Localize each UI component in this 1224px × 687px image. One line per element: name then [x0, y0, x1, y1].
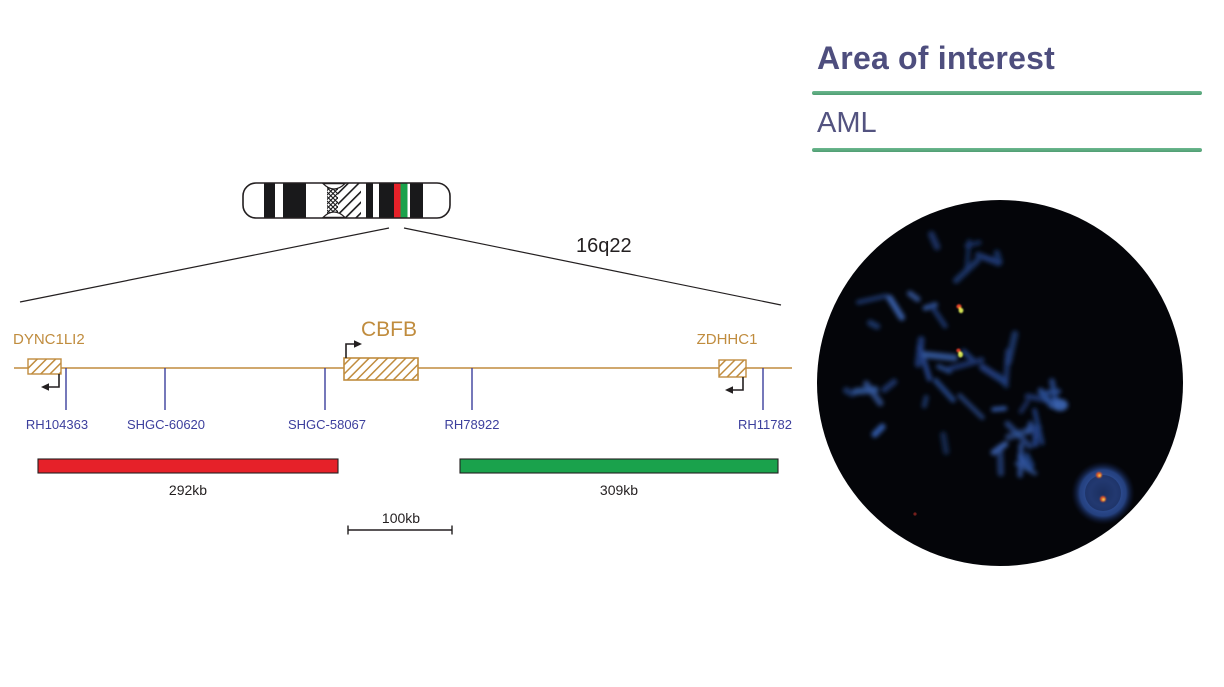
chromosome-rod — [947, 357, 985, 372]
chromosome-rod — [940, 431, 950, 455]
chromosome-rod — [1024, 452, 1035, 469]
strand-arrowhead-dync1li2 — [41, 383, 49, 391]
chromosome-rod — [932, 377, 956, 403]
probe-bars: 292kb 309kb — [37, 458, 779, 498]
genomic-map: DYNC1LI2 CBFB ZDHHC1 — [13, 318, 792, 432]
band-label: 16q22 — [576, 235, 632, 257]
chromosome-rod — [975, 251, 1002, 267]
strand-arrow-cbfb — [345, 343, 355, 358]
faint-red-speck — [913, 512, 917, 516]
marker-label: RH104363 — [26, 417, 88, 432]
chromosome-rod — [1032, 425, 1039, 448]
chromosome-rod — [906, 290, 921, 303]
gene-box-zdhhc1 — [718, 359, 747, 378]
chromosome-rod — [863, 380, 884, 407]
chromosome-rod — [855, 293, 889, 305]
divider-line-bottom — [812, 148, 1202, 152]
red-probe-bar — [37, 458, 339, 474]
strand-arrow-dync1li2 — [48, 374, 60, 388]
bright-chromosome-blob — [1052, 399, 1068, 411]
gene-zdhhc1: ZDHHC1 — [697, 331, 758, 394]
ideogram-centromere-band — [327, 183, 338, 218]
ideogram-band-black — [283, 183, 306, 218]
fusion-signal-2 — [956, 348, 963, 358]
probe-red-band — [394, 183, 401, 218]
nucleus-fusion-signal-2 — [1100, 496, 1106, 502]
chromosome-rod — [1003, 348, 1012, 384]
chromosome-rod — [842, 387, 856, 397]
chromosome-ideogram — [242, 182, 451, 219]
chromosome-rod — [990, 441, 1009, 456]
ideogram-band-black — [366, 183, 373, 218]
chromosome-rod — [995, 372, 1010, 389]
scale-bar: 100kb — [347, 510, 453, 535]
marker-label: SHGC-60620 — [127, 417, 205, 432]
chromosome-rod — [881, 378, 898, 393]
chromosome-rod — [964, 240, 982, 249]
chromosome-rod — [993, 249, 1003, 265]
marker-rh78922: RH78922 — [445, 368, 500, 432]
marker-shgc-60620: SHGC-60620 — [127, 368, 205, 432]
zoom-connector-right — [403, 227, 782, 306]
green-probe-bar — [459, 458, 779, 474]
strand-arrowhead-zdhhc1 — [725, 386, 733, 394]
chromosome-rod — [1017, 442, 1024, 478]
gene-label-cbfb: CBFB — [361, 318, 417, 341]
chromosome-rod — [871, 423, 886, 438]
area-subtitle: AML — [817, 107, 877, 139]
strand-arrow-zdhhc1 — [732, 377, 744, 391]
green-probe-size-label: 309kb — [600, 482, 638, 498]
chromosome-rod — [914, 336, 925, 368]
ideogram-outline — [242, 182, 451, 219]
marker-rh11782: RH11782 — [738, 368, 792, 432]
chromosome-rod — [936, 363, 952, 374]
page-title: Area of interest — [817, 40, 1055, 76]
ideogram-band-black — [264, 183, 275, 218]
chromosome-rod — [1018, 399, 1030, 414]
divider-line-top — [812, 91, 1202, 95]
chromosome-rod — [991, 406, 1008, 412]
fusion-signal-1 — [956, 304, 964, 314]
strand-arrowhead-cbfb — [354, 340, 362, 348]
marker-label: RH11782 — [738, 417, 792, 432]
gene-cbfb: CBFB — [343, 318, 419, 381]
chromosome-rod — [928, 302, 948, 329]
chromosome-rod — [886, 294, 905, 321]
ideogram-hatched-band — [338, 183, 361, 218]
nucleus-fusion-signal-1 — [1096, 472, 1102, 478]
interphase-nucleus — [1071, 461, 1135, 525]
chromosome-rod — [922, 351, 958, 362]
gene-dync1li2: DYNC1LI2 — [13, 331, 85, 391]
chromosome-rod — [952, 257, 981, 284]
marker-label: RH78922 — [445, 417, 500, 432]
ideogram-band-black — [410, 183, 423, 218]
zoom-connector-left — [19, 227, 390, 303]
gene-map-diagram: 16q22 DYNC1LI2 CBFB ZDHHC1 — [13, 182, 792, 535]
chromosome-rod — [921, 394, 929, 409]
chromosome-rod — [866, 319, 881, 330]
chromosome-rod — [957, 393, 985, 420]
marker-shgc-58067: SHGC-58067 — [288, 368, 366, 432]
gene-box-cbfb — [343, 357, 419, 381]
scale-bar-label: 100kb — [382, 510, 420, 526]
probe-green-band — [400, 183, 408, 218]
chromosome-rod — [960, 348, 975, 362]
ideogram-bands — [243, 183, 450, 218]
marker-label: SHGC-58067 — [288, 417, 366, 432]
chromosome-rod — [927, 230, 941, 251]
gene-label-dync1li2: DYNC1LI2 — [13, 331, 85, 348]
gene-label-zdhhc1: ZDHHC1 — [697, 331, 758, 348]
metaphase-chromosomes — [842, 230, 1062, 478]
red-probe-size-label: 292kb — [169, 482, 207, 498]
chromosome-rod — [1038, 388, 1062, 397]
gene-box-dync1li2 — [27, 358, 62, 375]
chromosome-rod — [1032, 407, 1045, 446]
ideogram-band-black — [379, 183, 394, 218]
marker-rh104363: RH104363 — [26, 368, 88, 432]
fish-microscopy-image — [817, 200, 1183, 566]
